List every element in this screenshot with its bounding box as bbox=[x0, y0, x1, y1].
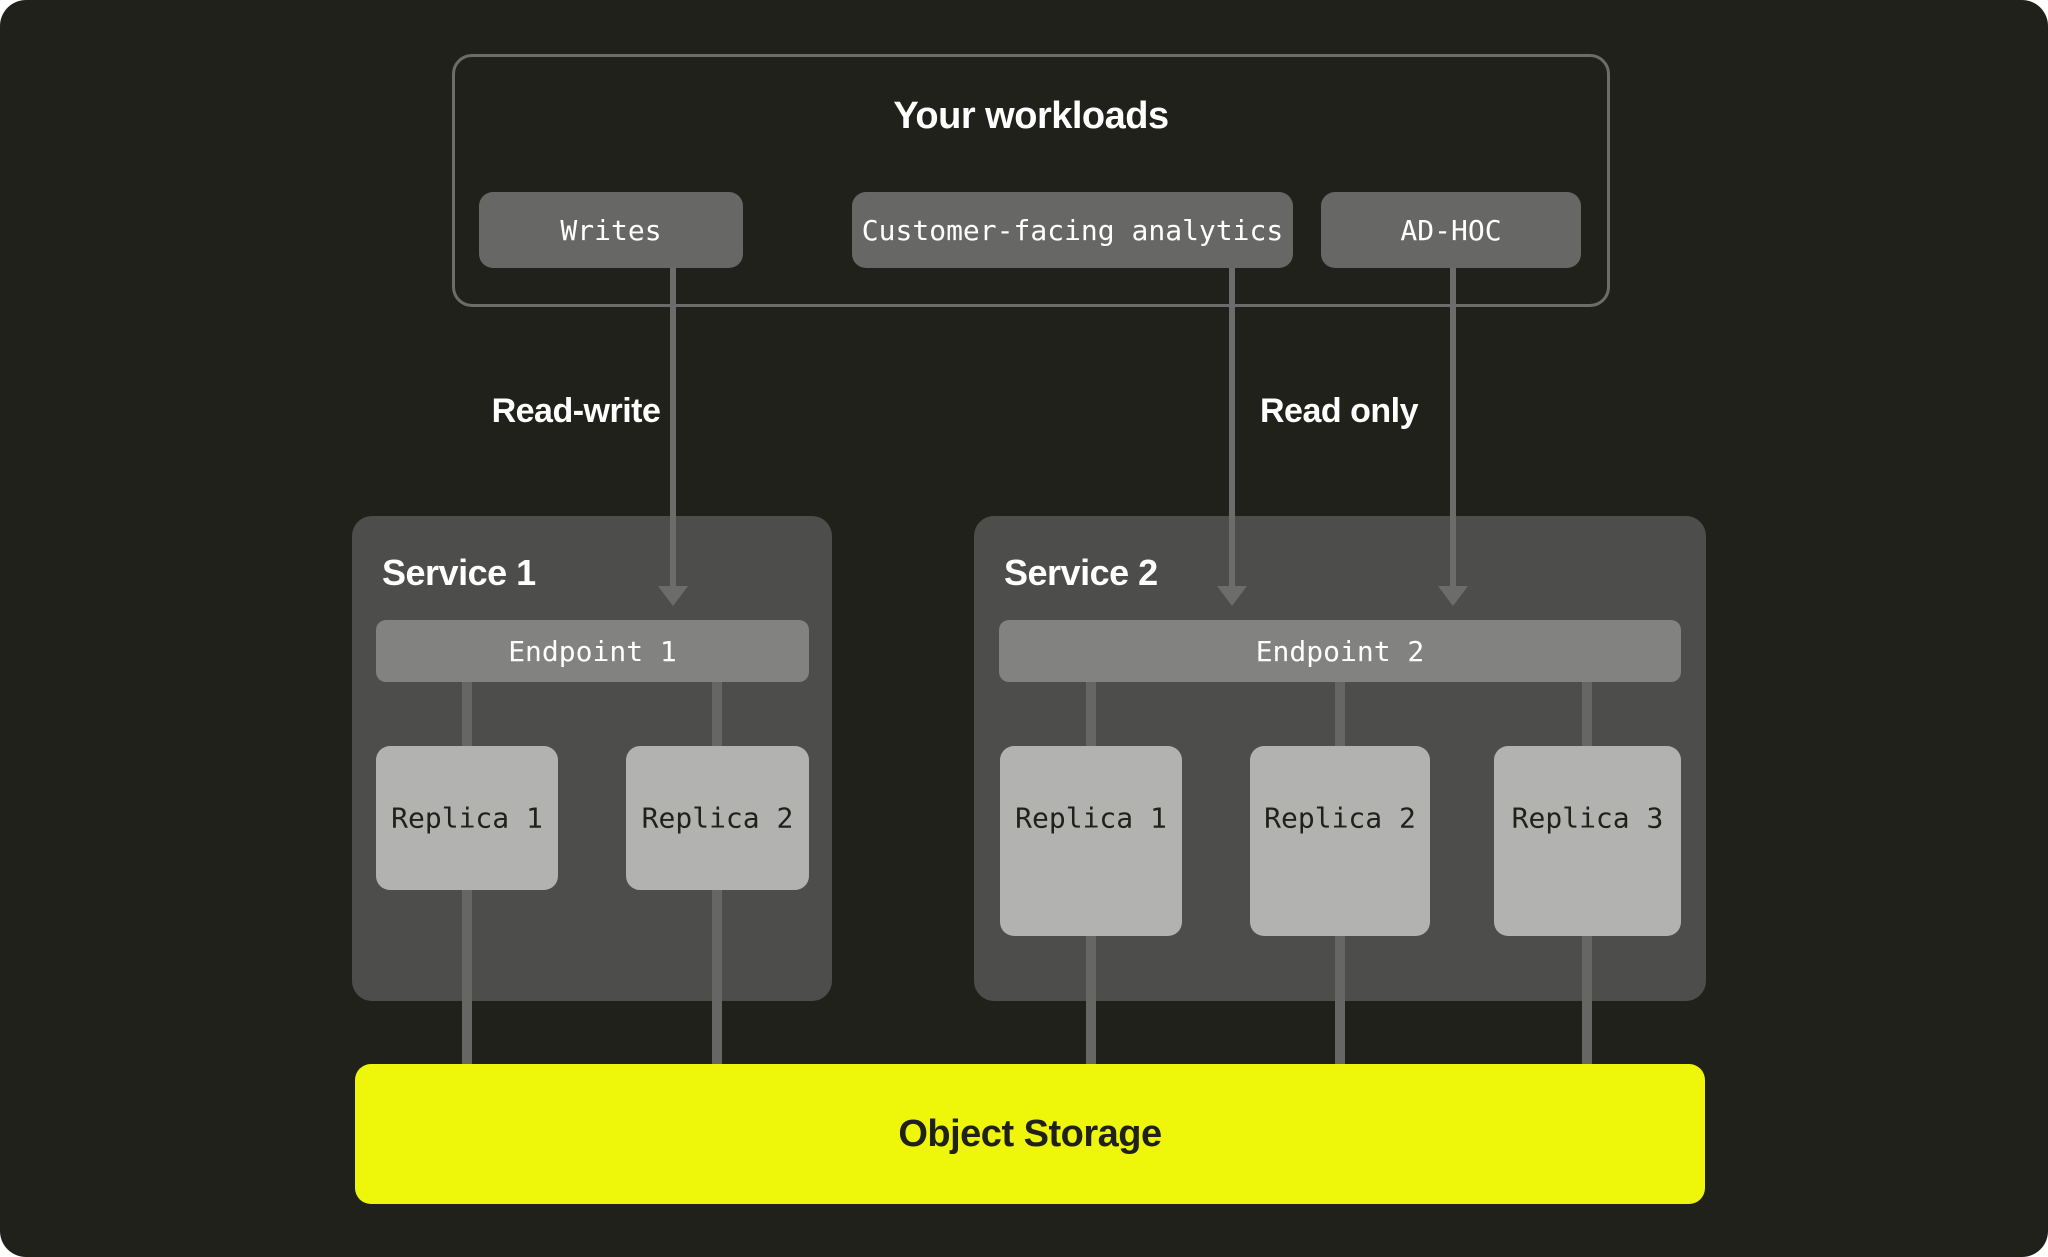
arrow-adhoc-to-endpoint2 bbox=[1438, 268, 1468, 608]
connector-s1-replica1-storage bbox=[462, 890, 472, 1064]
arrow-analytics-to-endpoint2 bbox=[1217, 268, 1247, 608]
connector-endpoint1-replica2 bbox=[712, 682, 722, 746]
workload-chip-customer-facing-analytics-label: Customer-facing analytics bbox=[861, 213, 1284, 247]
connector-endpoint2-replica2 bbox=[1335, 682, 1345, 746]
service-2-replica-2-label: Replica 2 bbox=[1264, 801, 1416, 835]
service-1-replica-1-box: Replica 1 bbox=[376, 746, 558, 890]
service-2-replica-1-label: Replica 1 bbox=[1015, 801, 1167, 835]
endpoint-2-label: Endpoint 2 bbox=[1255, 634, 1425, 668]
arrow-head-icon bbox=[1438, 586, 1468, 606]
endpoint-1-bar: Endpoint 1 bbox=[376, 620, 809, 682]
service-2-replica-2-box: Replica 2 bbox=[1250, 746, 1430, 936]
workload-chip-ad-hoc-label: AD-HOC bbox=[1400, 213, 1502, 247]
service-2-replica-1-box: Replica 1 bbox=[1000, 746, 1182, 936]
endpoint-1-label: Endpoint 1 bbox=[508, 634, 677, 668]
workloads-panel-title: Your workloads bbox=[893, 95, 1169, 137]
workload-chip-writes-label: Writes bbox=[560, 213, 662, 247]
workload-chip-ad-hoc: AD-HOC bbox=[1321, 192, 1581, 268]
service-1-replica-2-box: Replica 2 bbox=[626, 746, 809, 890]
service-1-card: Service 1 Endpoint 1 Replica 1 Replica 2 bbox=[352, 516, 832, 1001]
connector-s2-replica3-storage bbox=[1582, 936, 1592, 1064]
endpoint-2-bar: Endpoint 2 bbox=[999, 620, 1681, 682]
connector-endpoint1-replica1 bbox=[462, 682, 472, 746]
service-2-title: Service 2 bbox=[1004, 552, 1158, 593]
read-only-label: Read only bbox=[1260, 392, 1418, 430]
arrow-shaft bbox=[1229, 268, 1235, 590]
arrow-head-icon bbox=[1217, 586, 1247, 606]
arrow-shaft bbox=[1450, 268, 1456, 590]
service-2-replica-3-box: Replica 3 bbox=[1494, 746, 1681, 936]
connector-s2-replica2-storage bbox=[1335, 936, 1345, 1064]
service-1-replica-2-label: Replica 2 bbox=[641, 801, 794, 835]
arrow-head-icon bbox=[658, 586, 688, 606]
service-2-replica-3-label: Replica 3 bbox=[1511, 801, 1664, 835]
service-1-replica-1-label: Replica 1 bbox=[391, 801, 543, 835]
arrow-shaft bbox=[670, 268, 676, 590]
read-write-label: Read-write bbox=[491, 392, 661, 430]
service-1-title: Service 1 bbox=[382, 552, 536, 593]
object-storage-label: Object Storage bbox=[898, 1112, 1162, 1155]
service-2-card: Service 2 Endpoint 2 Replica 1 Replica 2… bbox=[974, 516, 1706, 1001]
connector-s2-replica1-storage bbox=[1086, 936, 1096, 1064]
connector-s1-replica2-storage bbox=[712, 890, 722, 1064]
connector-endpoint2-replica3 bbox=[1582, 682, 1592, 746]
workload-chip-customer-facing-analytics: Customer-facing analytics bbox=[852, 192, 1293, 268]
workloads-panel: Your workloads Writes Customer-facing an… bbox=[452, 54, 1610, 307]
workload-chip-writes: Writes bbox=[479, 192, 743, 268]
connector-endpoint2-replica1 bbox=[1086, 682, 1096, 746]
arrow-writes-to-endpoint1 bbox=[658, 268, 688, 608]
object-storage-bar: Object Storage bbox=[355, 1064, 1705, 1204]
